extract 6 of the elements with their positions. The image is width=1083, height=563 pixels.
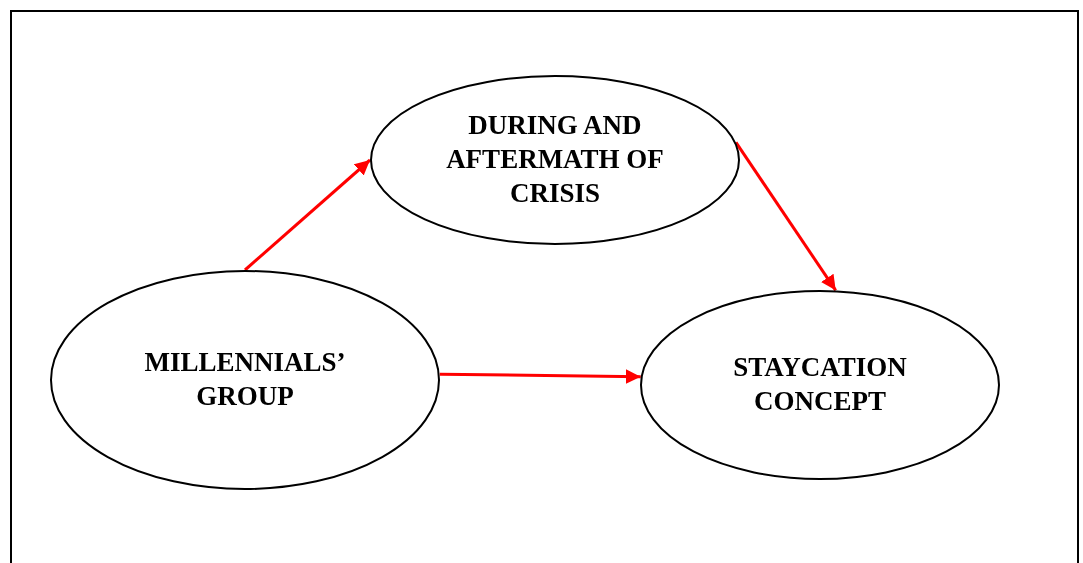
node-label: MILLENNIALS’ GROUP <box>143 346 347 413</box>
node-label: DURING AND AFTERMATH OF CRISIS <box>445 109 665 210</box>
arrow <box>244 158 371 272</box>
arrow <box>734 141 837 292</box>
arrow <box>439 369 641 385</box>
node-label: STAYCATION CONCEPT <box>732 351 908 418</box>
